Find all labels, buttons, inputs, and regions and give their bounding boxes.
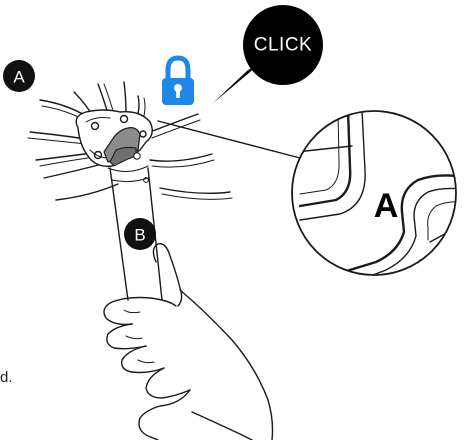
detail-leader-line bbox=[158, 121, 300, 158]
svg-text:B: B bbox=[134, 226, 145, 245]
lock-icon bbox=[162, 58, 194, 105]
detail-magnifier: A bbox=[292, 110, 467, 284]
edge-text-fragment: d. bbox=[0, 369, 13, 386]
brush-head bbox=[28, 82, 232, 200]
hand-illustration bbox=[104, 244, 273, 440]
marker-a: A bbox=[3, 60, 35, 92]
click-text: CLICK bbox=[254, 35, 312, 56]
marker-b: B bbox=[124, 218, 156, 250]
click-callout: CLICK bbox=[212, 5, 323, 104]
svg-text:A: A bbox=[13, 68, 25, 87]
detail-label-a: A bbox=[374, 187, 399, 225]
